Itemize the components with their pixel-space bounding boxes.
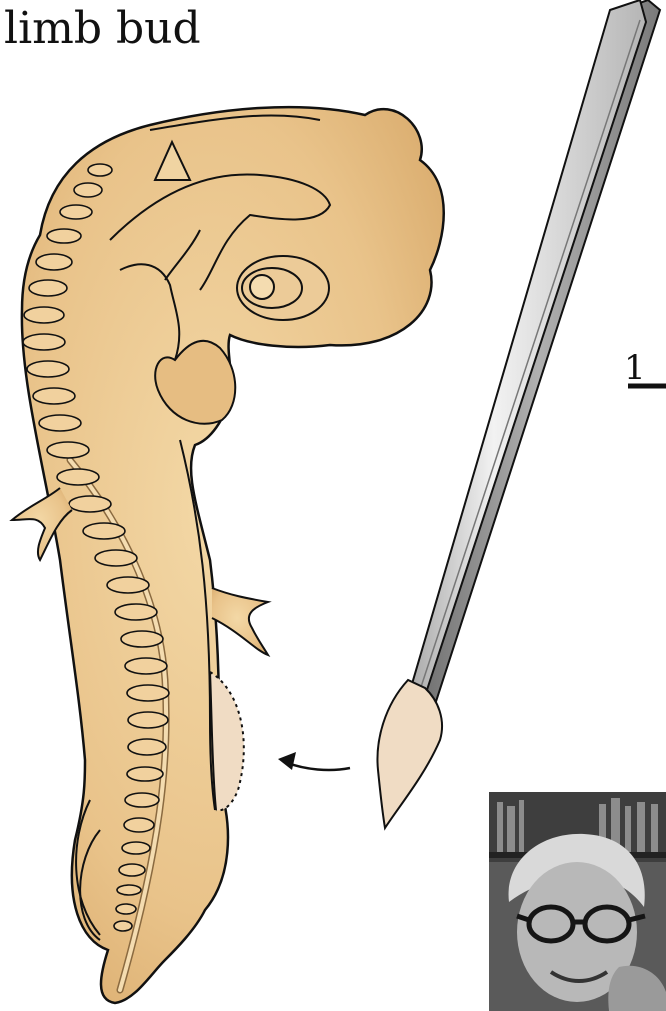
- portrait-photo: [489, 792, 666, 1011]
- portrait-photo-icon: [489, 792, 666, 1011]
- grafted-limb-bud-tissue: [377, 680, 442, 828]
- forceps-icon: [392, 0, 660, 760]
- transplant-arrow: [278, 752, 350, 770]
- hindlimb-vessel: [212, 588, 268, 655]
- embryo-body: [12, 107, 444, 1003]
